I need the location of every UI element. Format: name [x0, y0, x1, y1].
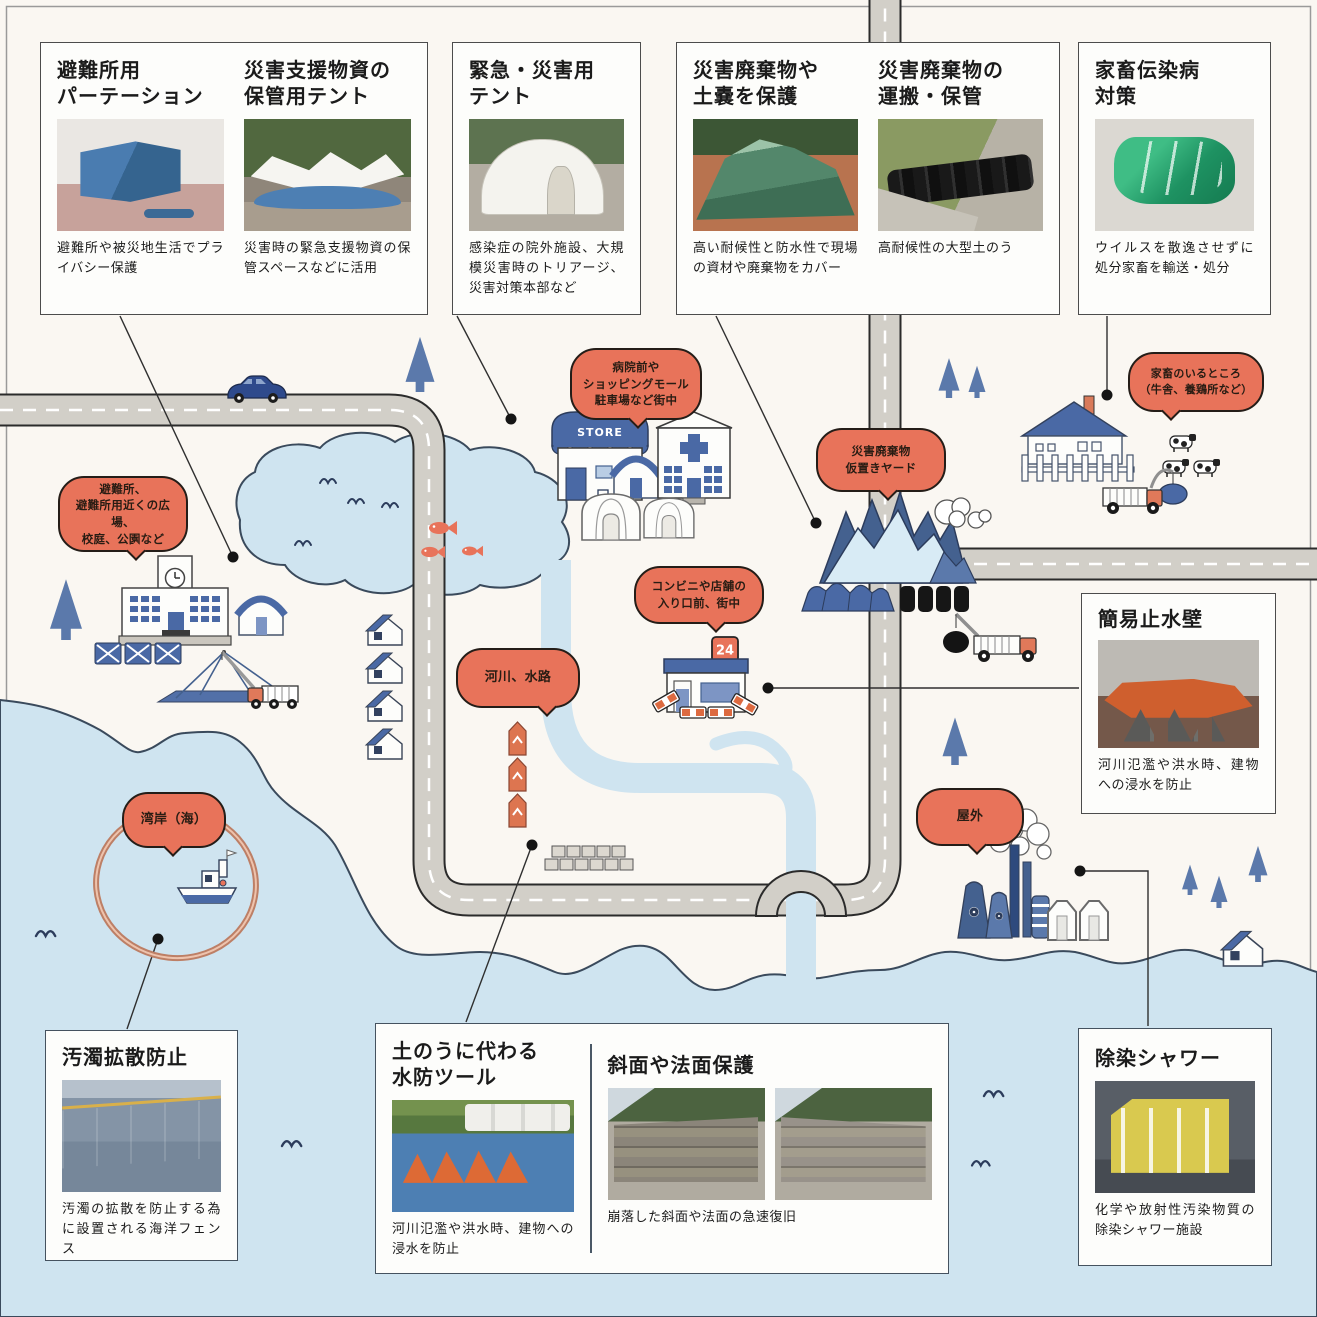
photo-marine-fence — [62, 1080, 221, 1192]
photo-storage-tent — [244, 119, 411, 231]
callout-title: 災害支援物資の 保管用テント — [244, 58, 391, 108]
cloud-icons — [934, 497, 992, 529]
callout-title: 除染シャワー — [1095, 1046, 1221, 1070]
bubble-text: 避難所、 避難所用近くの広場、 校庭、公園など — [75, 481, 171, 546]
shower-tent-icons — [1047, 900, 1109, 941]
callout-caption: 崩落した斜面や法面の急速復旧 — [607, 1210, 797, 1225]
callout-caption: 汚濁の拡散を防止する為に設置される海洋フェンス — [62, 1202, 221, 1258]
conbini-sign-label: 24 — [716, 644, 734, 659]
callout-title: 簡易止水壁 — [1098, 607, 1203, 631]
river — [541, 560, 816, 985]
crane-truck-icon — [943, 612, 1037, 662]
callout-box-partition-storage: 避難所用 パーテーション 避難所や被災地生活でプライバシー保護 災害支援物資の … — [40, 42, 428, 315]
callout-partition: 避難所用 パーテーション 避難所や被災地生活でプライバシー保護 — [57, 57, 224, 279]
blue-bag-row — [801, 582, 895, 612]
partition-icons — [94, 642, 182, 665]
callout-waste-protect: 災害廃棄物や 土嚢を保護 高い耐候性と防水性で現場の資材や廃棄物をカバー — [693, 57, 858, 279]
photo-stone-wall-1 — [607, 1088, 765, 1200]
photo-green-tarp — [693, 119, 858, 231]
river-swoosh — [709, 731, 793, 781]
bubble-river-location: 河川、水路 — [456, 648, 580, 717]
tent-setup-crane — [156, 650, 299, 709]
bubble-conbini-location: コンビニや店舗の 入り口前、街中 — [634, 566, 764, 633]
callout-box-waste-protect-transport: 災害廃棄物や 土嚢を保護 高い耐候性と防水性で現場の資材や廃棄物をカバー 災害廃… — [676, 42, 1060, 315]
callout-caption: 河川氾濫や洪水時、建物への浸水を防止 — [392, 1222, 574, 1258]
divider — [590, 1044, 592, 1253]
bubble-text: 災害廃棄物 仮置きヤード — [845, 444, 917, 475]
hospital-illustration — [655, 411, 733, 505]
bubble-coast-location: 湾岸（海） — [122, 792, 226, 857]
callout-caption: 高い耐候性と防水性で現場の資材や廃棄物をカバー — [693, 241, 858, 277]
photo-decon-shower — [1095, 1081, 1255, 1193]
convenience-store-24: 24 — [651, 636, 760, 719]
callout-caption: 化学や放射性汚染物質の除染シャワー施設 — [1095, 1203, 1255, 1239]
connector-dots — [152, 389, 1113, 945]
farm-illustration — [1019, 395, 1135, 482]
callout-caption: 河川氾濫や洪水時、建物への浸水を防止 — [1098, 758, 1259, 794]
callout-title: 避難所用 パーテーション — [57, 58, 204, 108]
bubble-hospital-location: 病院前や ショッピングモール 駐車場など街中 — [570, 348, 702, 429]
callout-caption: 感染症の院外施設、大規模災害時のトリアージ、災害対策本部など — [469, 241, 624, 297]
photo-emergency-tent — [469, 119, 624, 231]
callout-storage-tent: 災害支援物資の 保管用テント 災害時の緊急支援物資の保管スペースなどに活用 — [244, 57, 411, 279]
callout-box-decontamination: 除染シャワー 化学や放射性汚染物質の除染シャワー施設 — [1078, 1028, 1272, 1266]
photo-livestock-bag — [1095, 119, 1254, 231]
photo-tube-barrier — [392, 1100, 574, 1212]
callout-title: 土のうに代わる 水防ツール — [392, 1039, 539, 1089]
concrete-blocks — [544, 845, 634, 871]
livestock-truck-icon — [1102, 468, 1188, 514]
tube-barrier-icons — [508, 721, 527, 828]
callout-box-flood-slope: 土のうに代わる 水防ツール 河川氾濫や洪水時、建物への浸水を防止 斜面や法面保護… — [375, 1023, 949, 1274]
callout-box-emergency-tent: 緊急・災害用 テント 感染症の院外施設、大規模災害時のトリアージ、災害対策本部な… — [452, 42, 641, 315]
photo-large-sandbags — [878, 119, 1043, 231]
bubble-outdoor-location: 屋外 — [916, 788, 1024, 855]
store-sign-label: STORE — [577, 426, 623, 439]
callout-caption: ウイルスを散逸させずに処分家畜を輸送・処分 — [1095, 241, 1254, 277]
callout-caption: 高耐候性の大型土のう — [878, 241, 1014, 256]
photo-flood-wall — [1098, 640, 1259, 748]
callout-title: 汚濁拡散防止 — [62, 1045, 188, 1069]
callout-title: 災害廃棄物の 運搬・保管 — [878, 58, 1004, 108]
bubble-text: 屋外 — [956, 808, 984, 824]
school-illustration — [118, 555, 232, 646]
bubble-livestock-location: 家畜のいるところ （牛舎、養鶏所など） — [1128, 352, 1264, 421]
car-icon — [227, 375, 287, 403]
callout-box-livestock-disease: 家畜伝染病 対策 ウイルスを散逸させずに処分家畜を輸送・処分 — [1078, 42, 1271, 315]
black-waste-bags — [900, 586, 969, 612]
photo-stone-wall-2 — [774, 1088, 932, 1200]
bubble-text: 湾岸（海） — [140, 811, 208, 827]
river-under-bridge — [786, 880, 816, 985]
bubble-text: 家畜のいるところ （牛舎、養鶏所など） — [1139, 367, 1253, 396]
bubble-text: 病院前や ショッピングモール 駐車場など街中 — [582, 359, 690, 408]
callout-caption: 避難所や被災地生活でプライバシー保護 — [57, 241, 224, 277]
pond — [235, 431, 571, 596]
bubble-text: コンビニや店舗の 入り口前、街中 — [651, 579, 747, 610]
callout-flood-tool: 土のうに代わる 水防ツール 河川氾濫や洪水時、建物への浸水を防止 — [392, 1038, 574, 1259]
boat-icon — [176, 849, 238, 904]
callout-box-turbidity: 汚濁拡散防止 汚濁の拡散を防止する為に設置される海洋フェンス — [45, 1030, 238, 1261]
callout-slope-protect: 斜面や法面保護 崩落した斜面や法面の急速復旧 — [607, 1038, 932, 1259]
callout-caption: 災害時の緊急支援物資の保管スペースなどに活用 — [244, 241, 411, 277]
callout-title: 斜面や法面保護 — [607, 1053, 755, 1077]
callout-title: 家畜伝染病 対策 — [1095, 58, 1200, 108]
roads — [0, 0, 1317, 917]
greenhouse-tent-icon — [643, 497, 695, 539]
bubble-shelter-location: 避難所、 避難所用近くの広場、 校庭、公園など — [58, 476, 188, 561]
evacuation-dome-icon — [234, 595, 288, 636]
photo-partition-tent — [57, 119, 224, 231]
bubble-text: 河川、水路 — [484, 669, 552, 685]
callout-box-flood-wall: 簡易止水壁 河川氾濫や洪水時、建物への浸水を防止 — [1081, 593, 1276, 814]
callout-title: 災害廃棄物や 土嚢を保護 — [693, 58, 819, 108]
dome-tent-icon — [609, 455, 663, 499]
callout-title: 緊急・災害用 テント — [469, 58, 595, 108]
tunnel-arch — [754, 870, 848, 917]
callout-waste-transport: 災害廃棄物の 運搬・保管 高耐候性の大型土のう — [878, 57, 1043, 279]
bubble-waste-yard-location: 災害廃棄物 仮置きヤード — [816, 428, 946, 501]
greenhouse-tent-icon — [581, 493, 641, 541]
waste-mountain — [818, 489, 977, 584]
